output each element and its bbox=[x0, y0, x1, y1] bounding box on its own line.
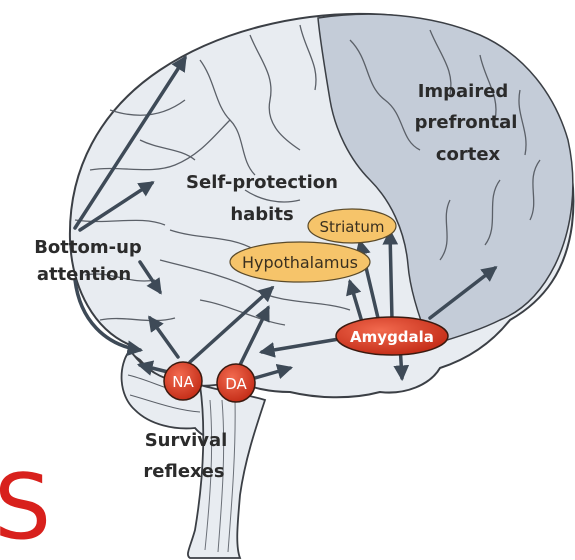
amygdala-label: Amygdala bbox=[350, 328, 434, 346]
bottom-up-label-line2: attention bbox=[37, 264, 131, 285]
node-hypothalamus: Hypothalamus bbox=[230, 242, 370, 282]
survival-label-line2: reflexes bbox=[143, 461, 224, 482]
bottom-up-label-line1: Bottom-up bbox=[34, 237, 142, 258]
node-amygdala: Amygdala bbox=[336, 317, 448, 355]
node-striatum: Striatum bbox=[308, 209, 396, 243]
node-da: DA bbox=[217, 364, 255, 402]
striatum-label: Striatum bbox=[320, 218, 385, 236]
survival-label-line1: Survival bbox=[145, 430, 228, 451]
impaired-label-line3: cortex bbox=[436, 144, 501, 165]
node-na: NA bbox=[164, 362, 202, 400]
hypothalamus-label: Hypothalamus bbox=[242, 253, 358, 272]
self-protection-label-line2: habits bbox=[230, 204, 293, 225]
impaired-label-line2: prefrontal bbox=[415, 112, 518, 133]
arrow-amygdala-up bbox=[390, 232, 392, 320]
partial-letter: S bbox=[0, 455, 51, 560]
da-label: DA bbox=[225, 375, 247, 393]
impaired-label-line1: Impaired bbox=[418, 81, 509, 102]
na-label: NA bbox=[172, 373, 194, 391]
self-protection-label-line1: Self-protection bbox=[186, 172, 338, 193]
